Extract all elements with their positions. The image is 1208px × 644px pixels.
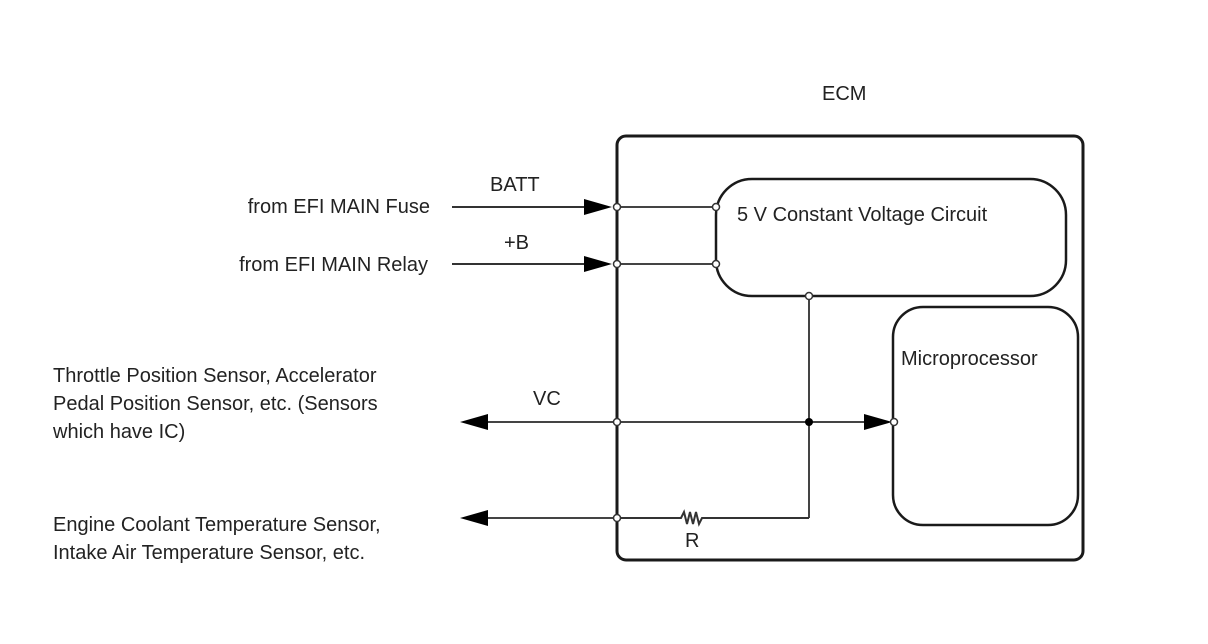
temp-sensors-line-2: Intake Air Temperature Sensor, etc. [53, 542, 366, 564]
ic-sensors-line-3: which have IC) [53, 421, 186, 443]
batt-terminal-label: BATT [490, 174, 540, 196]
cvc-output-pin [804, 291, 814, 301]
temp-sensors-line-1: Engine Coolant Temperature Sensor, [53, 514, 381, 536]
cvc-plus-b-pin [711, 259, 721, 269]
efi-main-relay-label: from EFI MAIN Relay [239, 254, 428, 276]
sensor-out-arrow-icon [460, 510, 488, 526]
plus-b-terminal [612, 259, 622, 269]
ic-sensors-line-1: Throttle Position Sensor, Accelerator [53, 365, 377, 387]
sensor-terminal [612, 513, 622, 523]
vc-junction-dot [805, 418, 813, 426]
cvc-label: 5 V Constant Voltage Circuit [737, 204, 988, 226]
ic-sensors-line-2: Pedal Position Sensor, etc. (Sensors [53, 393, 378, 415]
resistor-label: R [685, 530, 700, 552]
batt-terminal [612, 202, 622, 212]
batt-arrow-icon [584, 199, 612, 215]
microprocessor-label: Microprocessor [901, 348, 1038, 370]
vc-out-arrow-icon [460, 414, 488, 430]
resistor-icon [617, 509, 809, 527]
micro-vc-pin [889, 417, 899, 427]
constant-voltage-circuit-box [714, 177, 1068, 298]
plus-b-terminal-label: +B [504, 232, 530, 254]
ecm-title: ECM [822, 83, 867, 105]
vc-micro-arrow-icon [864, 414, 892, 430]
ic-sensors-label: Throttle Position Sensor, Accelerator Pe… [53, 362, 378, 446]
vc-terminal [612, 417, 622, 427]
microprocessor-box [891, 305, 1080, 527]
plus-b-arrow-icon [584, 256, 612, 272]
temp-sensors-label: Engine Coolant Temperature Sensor, Intak… [53, 511, 381, 567]
cvc-batt-pin [711, 202, 721, 212]
vc-terminal-label: VC [533, 388, 561, 410]
ecm-box [615, 134, 1085, 562]
efi-main-fuse-label: from EFI MAIN Fuse [247, 196, 430, 218]
